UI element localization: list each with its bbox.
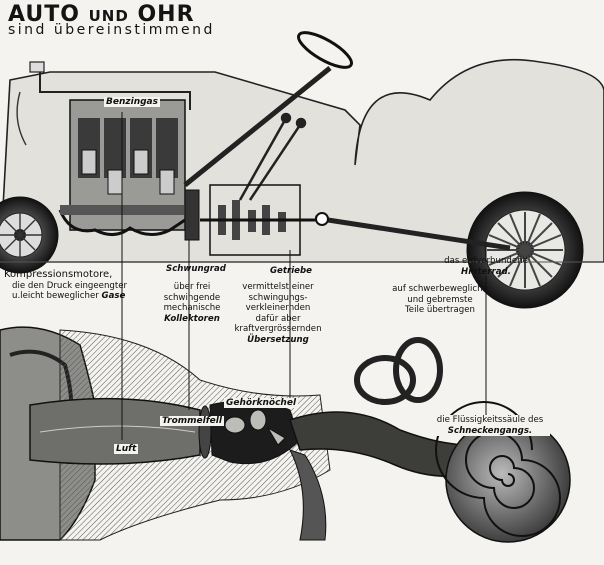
gear-levers <box>238 112 307 201</box>
schwungrad-desc-2: schwingende <box>163 292 221 303</box>
hinterrad-desc-1: das erdverbundene <box>444 256 528 266</box>
label-hinterrad: das erdverbundene Hinterrad. <box>440 256 532 277</box>
label-teile: auf schwerbewegliche und gebremste Teile… <box>380 284 500 316</box>
radiator-cap <box>29 61 45 73</box>
title-auto: AUTO <box>8 2 80 27</box>
label-getriebe: Getriebe <box>270 266 312 276</box>
steering <box>183 31 353 187</box>
ossicles <box>224 409 286 446</box>
eustachian-tube <box>289 449 327 541</box>
getriebe-desc-4: dafür aber <box>255 313 301 324</box>
teile-desc-3: Teile übertragen <box>405 305 475 315</box>
kompressionsmotore-title: Kompressionsmotore, <box>4 269 113 280</box>
schnecken-title: Schneckengangs. <box>447 425 533 436</box>
drive-shaft <box>314 215 511 251</box>
diagram-title: AUTO UND OHR <box>8 2 195 27</box>
label-schwungrad: Schwungrad <box>166 264 226 274</box>
getriebe-desc-2: schwingungs- <box>248 292 308 303</box>
getriebe-desc-5: kraftvergrössernden <box>234 324 322 334</box>
eardrum <box>198 405 212 459</box>
semicircular-canals <box>354 337 443 405</box>
front-wheel <box>0 196 59 274</box>
teile-desc-2: und gebremste <box>407 294 473 305</box>
getriebe-desc-1: vermittelst einer <box>242 282 314 292</box>
ear-canal <box>29 397 201 465</box>
teile-desc-1: auf schwerbewegliche <box>392 284 488 294</box>
label-schwungrad-desc: über frei schwingende mechanische Kollek… <box>158 282 226 324</box>
kompressionsmotore-desc-2: u.leicht beweglicher <box>12 291 99 301</box>
ear <box>0 326 571 543</box>
engine <box>58 99 190 236</box>
rear-wheel <box>466 191 584 309</box>
label-benzingas: Benzingas <box>104 97 160 107</box>
schwungrad-desc-1: über frei <box>173 282 211 292</box>
getriebe-desc-3: verkleinernden <box>245 303 311 313</box>
schwungrad-desc-3: mechanische <box>163 303 221 313</box>
label-getriebe-desc: vermittelst einer schwingungs- verkleine… <box>228 282 328 345</box>
schwungrad-kollektoren: Kollektoren <box>164 313 220 324</box>
title-ohr: OHR <box>137 2 195 27</box>
label-gehoerknoechel: Gehörknöchel <box>224 398 299 408</box>
label-luft: Luft <box>114 444 139 454</box>
title-und: UND <box>88 7 129 25</box>
label-trommelfell: Trommelfell <box>160 416 224 426</box>
schnecken-desc-1: die Flüssigkeitssäule des <box>436 415 544 425</box>
fuel-pipe <box>39 72 191 110</box>
car <box>0 31 604 309</box>
kompressionsmotore-desc-1: die den Druck eingeengter <box>12 280 128 291</box>
hinterrad-title: Hinterrad. <box>461 266 511 277</box>
flywheel <box>184 189 200 241</box>
label-schneckengang: die Flüssigkeitssäule des Schneckengangs… <box>430 415 550 436</box>
kompressionsmotore-gase: Gase <box>101 291 126 301</box>
gearbox <box>200 184 320 256</box>
diagram-subtitle: sind übereinstimmend <box>8 22 215 38</box>
label-kompressionsmotore: Kompressionsmotore, die den Druck eingee… <box>4 269 128 302</box>
getriebe-uebersetzung: Übersetzung <box>247 334 309 345</box>
connector-lines <box>121 112 487 440</box>
